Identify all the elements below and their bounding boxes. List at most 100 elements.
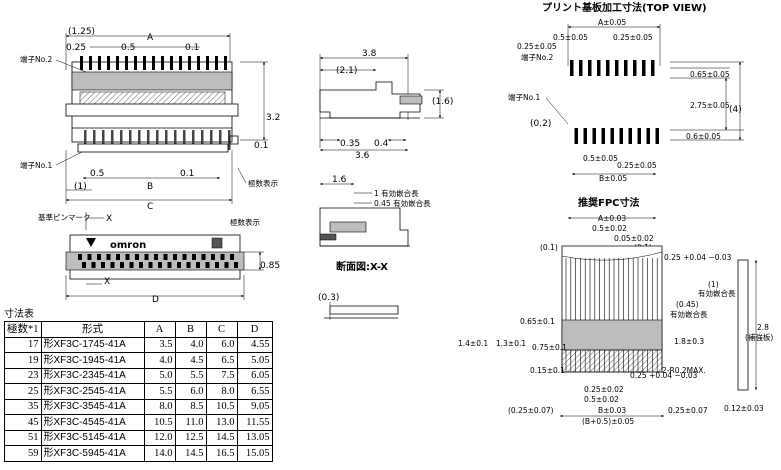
fpc-eff-045: 有効嵌合長: [670, 309, 708, 319]
pcb-dim-0-5-bottom: 0.5±0.05: [583, 154, 618, 163]
front-pin: [152, 56, 155, 70]
front-pin: [206, 56, 209, 70]
front-pin-lower: [111, 130, 114, 150]
side-dim-3-6: 3.6: [355, 151, 370, 161]
front-pin: [161, 56, 164, 70]
cell-poles: 25: [4, 383, 42, 400]
front-pin: [80, 56, 83, 70]
side-dim-0-35: 0.35: [340, 139, 360, 149]
cell-d: 5.05: [236, 352, 273, 369]
fpc-dim-0-5-bottom: 0.5±0.02: [584, 395, 619, 404]
bottom-view: 基準ピンマーク X 極数表示 omron X 0.85 D: [38, 212, 280, 305]
pcb-dim-0-25-top: 0.25±0.05: [613, 33, 653, 42]
front-pin2-label: 端子No.2: [20, 54, 52, 64]
cell-poles: 19: [4, 352, 42, 369]
bottom-pin: [135, 254, 139, 260]
front-pin: [170, 56, 173, 70]
fpc-dim-0-25-mid: 0.25 +0.04 −0.03: [630, 371, 698, 380]
th-model: 形式: [40, 321, 145, 338]
pcb-pad: [570, 60, 574, 76]
th-d: D: [236, 321, 273, 338]
bottom-x-label-top: X: [106, 214, 112, 224]
bottom-ref-mark-label: 基準ピンマーク: [38, 212, 91, 222]
cell-c: 8.0: [205, 383, 238, 400]
cell-d: 15.05: [236, 445, 273, 462]
cell-poles: 51: [4, 429, 42, 446]
pcb-dim-0-25-left: 0.25±0.05: [517, 42, 557, 51]
bottom-pin: [129, 262, 134, 268]
front-pin: [116, 56, 119, 70]
front-dim-3-2: 3.2: [266, 113, 280, 123]
fpc-dim-0-75: 0.75±0.1: [532, 343, 567, 352]
front-pin: [224, 56, 227, 70]
fpc-dim-0-25-right-bottom: 0.25±0.07: [668, 406, 708, 415]
side-dim-1-6: (1.6): [432, 97, 453, 107]
front-dim-1: (1): [74, 182, 87, 192]
front-pin-lower: [201, 130, 204, 150]
bottom-pin: [106, 254, 111, 260]
front-pin-lower: [129, 130, 132, 150]
fpc-dim-0-65: 0.65±0.1: [520, 317, 555, 326]
front-pin: [197, 56, 200, 70]
fpc-title: 推奨FPC寸法: [578, 196, 640, 209]
bottom-pin: [201, 254, 206, 260]
pcb-pad: [610, 128, 614, 144]
section-eff-045: 0.45 有効嵌合長: [374, 198, 431, 208]
side-dim-2-1: (2.1): [336, 66, 357, 76]
pcb-pin2: 端子No.2: [521, 52, 553, 62]
bottom-pin: [154, 254, 158, 260]
bottom-pin: [116, 254, 120, 260]
bottom-pin: [177, 262, 181, 268]
pcb-dim-0-6: 0.6±0.05: [686, 132, 721, 141]
pcb-pad: [579, 60, 583, 76]
table-header-row: 極数*1 形式 A B C D: [4, 321, 273, 338]
cell-poles: 23: [4, 367, 42, 384]
bottom-pin: [173, 254, 177, 260]
section-view: 1.6 1 有効嵌合長 0.45 有効嵌合長 断面図:X-X (0.3): [318, 175, 431, 320]
section-dim-0-3: (0.3): [318, 293, 339, 303]
cell-a: 4.0: [143, 352, 176, 369]
cell-poles: 59: [4, 445, 42, 462]
pcb-title: プリント基板加工寸法(TOP VIEW): [542, 1, 707, 14]
bottom-pin: [139, 262, 143, 268]
fpc-dim-0-05: 0.05±0.02: [614, 234, 654, 243]
pcb-pad: [592, 128, 596, 144]
pcb-pad: [606, 60, 610, 76]
bottom-pin: [148, 262, 153, 268]
bottom-pin: [234, 262, 238, 268]
front-dim-0-5-bottom: 0.5: [90, 169, 104, 179]
cell-model: 形XF3C-5945-41A: [40, 445, 145, 462]
cell-c: 6.0: [205, 336, 238, 353]
pcb-pad: [601, 128, 605, 144]
bottom-pin: [91, 262, 96, 268]
cell-d: 9.05: [236, 398, 273, 415]
th-poles: 極数*1: [4, 321, 42, 338]
section-dim-1-6: 1.6: [332, 175, 347, 185]
pcb-pad: [646, 128, 650, 144]
front-polarity-label: 極数表示: [248, 178, 278, 188]
pcb-pad: [588, 60, 592, 76]
bottom-pin: [182, 254, 187, 260]
cell-d: 6.05: [236, 367, 273, 384]
cell-c: 14.5: [205, 429, 238, 446]
pcb-dim-4: (4): [729, 105, 742, 115]
fpc-stiffener: (補強板): [745, 332, 773, 342]
front-pin: [188, 56, 191, 70]
front-pin-lower: [120, 130, 123, 150]
front-pin-lower: [183, 130, 186, 150]
front-dim-b: B: [147, 182, 153, 192]
cell-b: 6.0: [174, 383, 207, 400]
cell-model: 形XF3C-2545-41A: [40, 383, 145, 400]
front-view: (1.25) A 0.25 0.5 0.1 3.2 0.1 端子No.2 端子N…: [20, 27, 280, 212]
bottom-pin: [87, 254, 92, 260]
front-pin-lower: [174, 130, 177, 150]
pcb-pad: [633, 60, 637, 76]
bottom-pin: [82, 262, 86, 268]
cell-a: 8.0: [143, 398, 176, 415]
pcb-pad: [651, 60, 655, 76]
side-dim-0-4: 0.4: [374, 139, 389, 149]
